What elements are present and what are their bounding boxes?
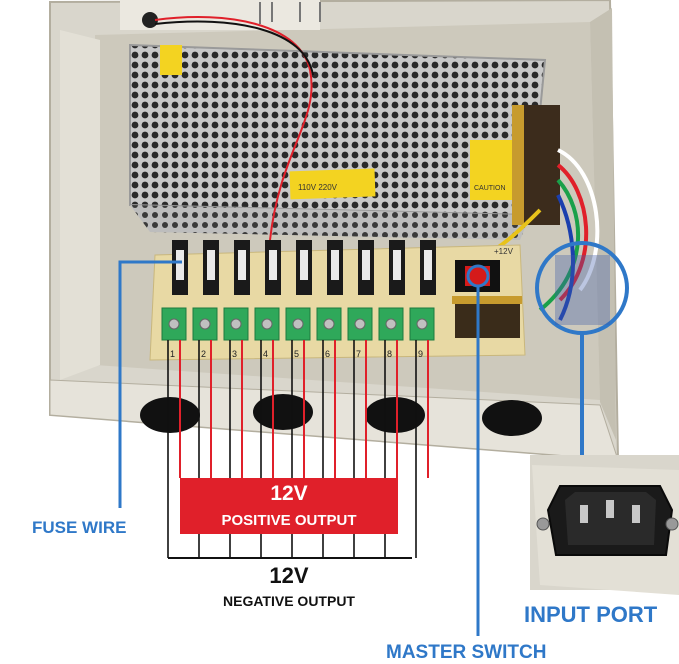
top-wires [154,16,314,241]
sticker [142,2,321,28]
master-switch-label: MASTER SWITCH [386,642,547,663]
positive-output-box [180,478,398,534]
terminal-number: 6 [325,349,330,359]
terminal-number: 7 [356,349,361,359]
caution-text: CAUTION [474,185,506,192]
fuse-holder [172,240,188,295]
output-terminal [192,307,218,341]
output-terminal [161,307,187,341]
fuse-wire-callout [118,260,182,508]
fuse-holder [358,240,374,295]
fuse-wire-label: FUSE WIRE [32,518,127,537]
fuse-holder [389,240,405,295]
transformer-cage: 110V 220V CAUTION [129,43,547,240]
master-switch-callout [466,264,490,636]
fuse-holder [203,240,219,295]
negative-output-label: NEGATIVE OUTPUT [223,593,355,609]
output-terminal [285,307,311,341]
fuse-holder [265,240,281,295]
fuse-row [172,240,436,295]
terminal-row [161,307,435,341]
output-terminal [316,307,342,341]
input-terminal-block [512,105,560,225]
terminal-number: 9 [418,349,423,359]
positive-output-label: POSITIVE OUTPUT [221,512,357,529]
terminal-wire-pair [167,340,181,558]
terminal-number: 4 [263,349,268,359]
fuse-holder [234,240,250,295]
input-port-callout [535,241,629,455]
terminal-number: 5 [294,349,299,359]
output-terminal [378,307,404,341]
output-terminal [347,307,373,341]
output-terminal [254,307,280,341]
board-voltage-text: +12V [494,247,514,256]
output-terminal [409,307,435,341]
terminal-number: 8 [387,349,392,359]
terminal-number: 3 [232,349,237,359]
fuse-holder [420,240,436,295]
voltage-select-text: 110V 220V [298,183,338,192]
fuse-holder [327,240,343,295]
input-port-label: INPUT PORT [524,602,658,627]
fuse-holder [296,240,312,295]
positive-voltage-label: 12V [270,482,308,505]
terminal-wire-pair [415,340,429,558]
terminal-number: 2 [201,349,206,359]
iec-inlet-image [530,455,679,595]
terminal-number: 1 [170,349,175,359]
negative-voltage-label: 12V [269,563,309,588]
output-terminal [223,307,249,341]
cable-grommets [140,394,542,436]
terminal-numbers: 1 2 3 4 5 6 7 8 9 [170,349,423,359]
